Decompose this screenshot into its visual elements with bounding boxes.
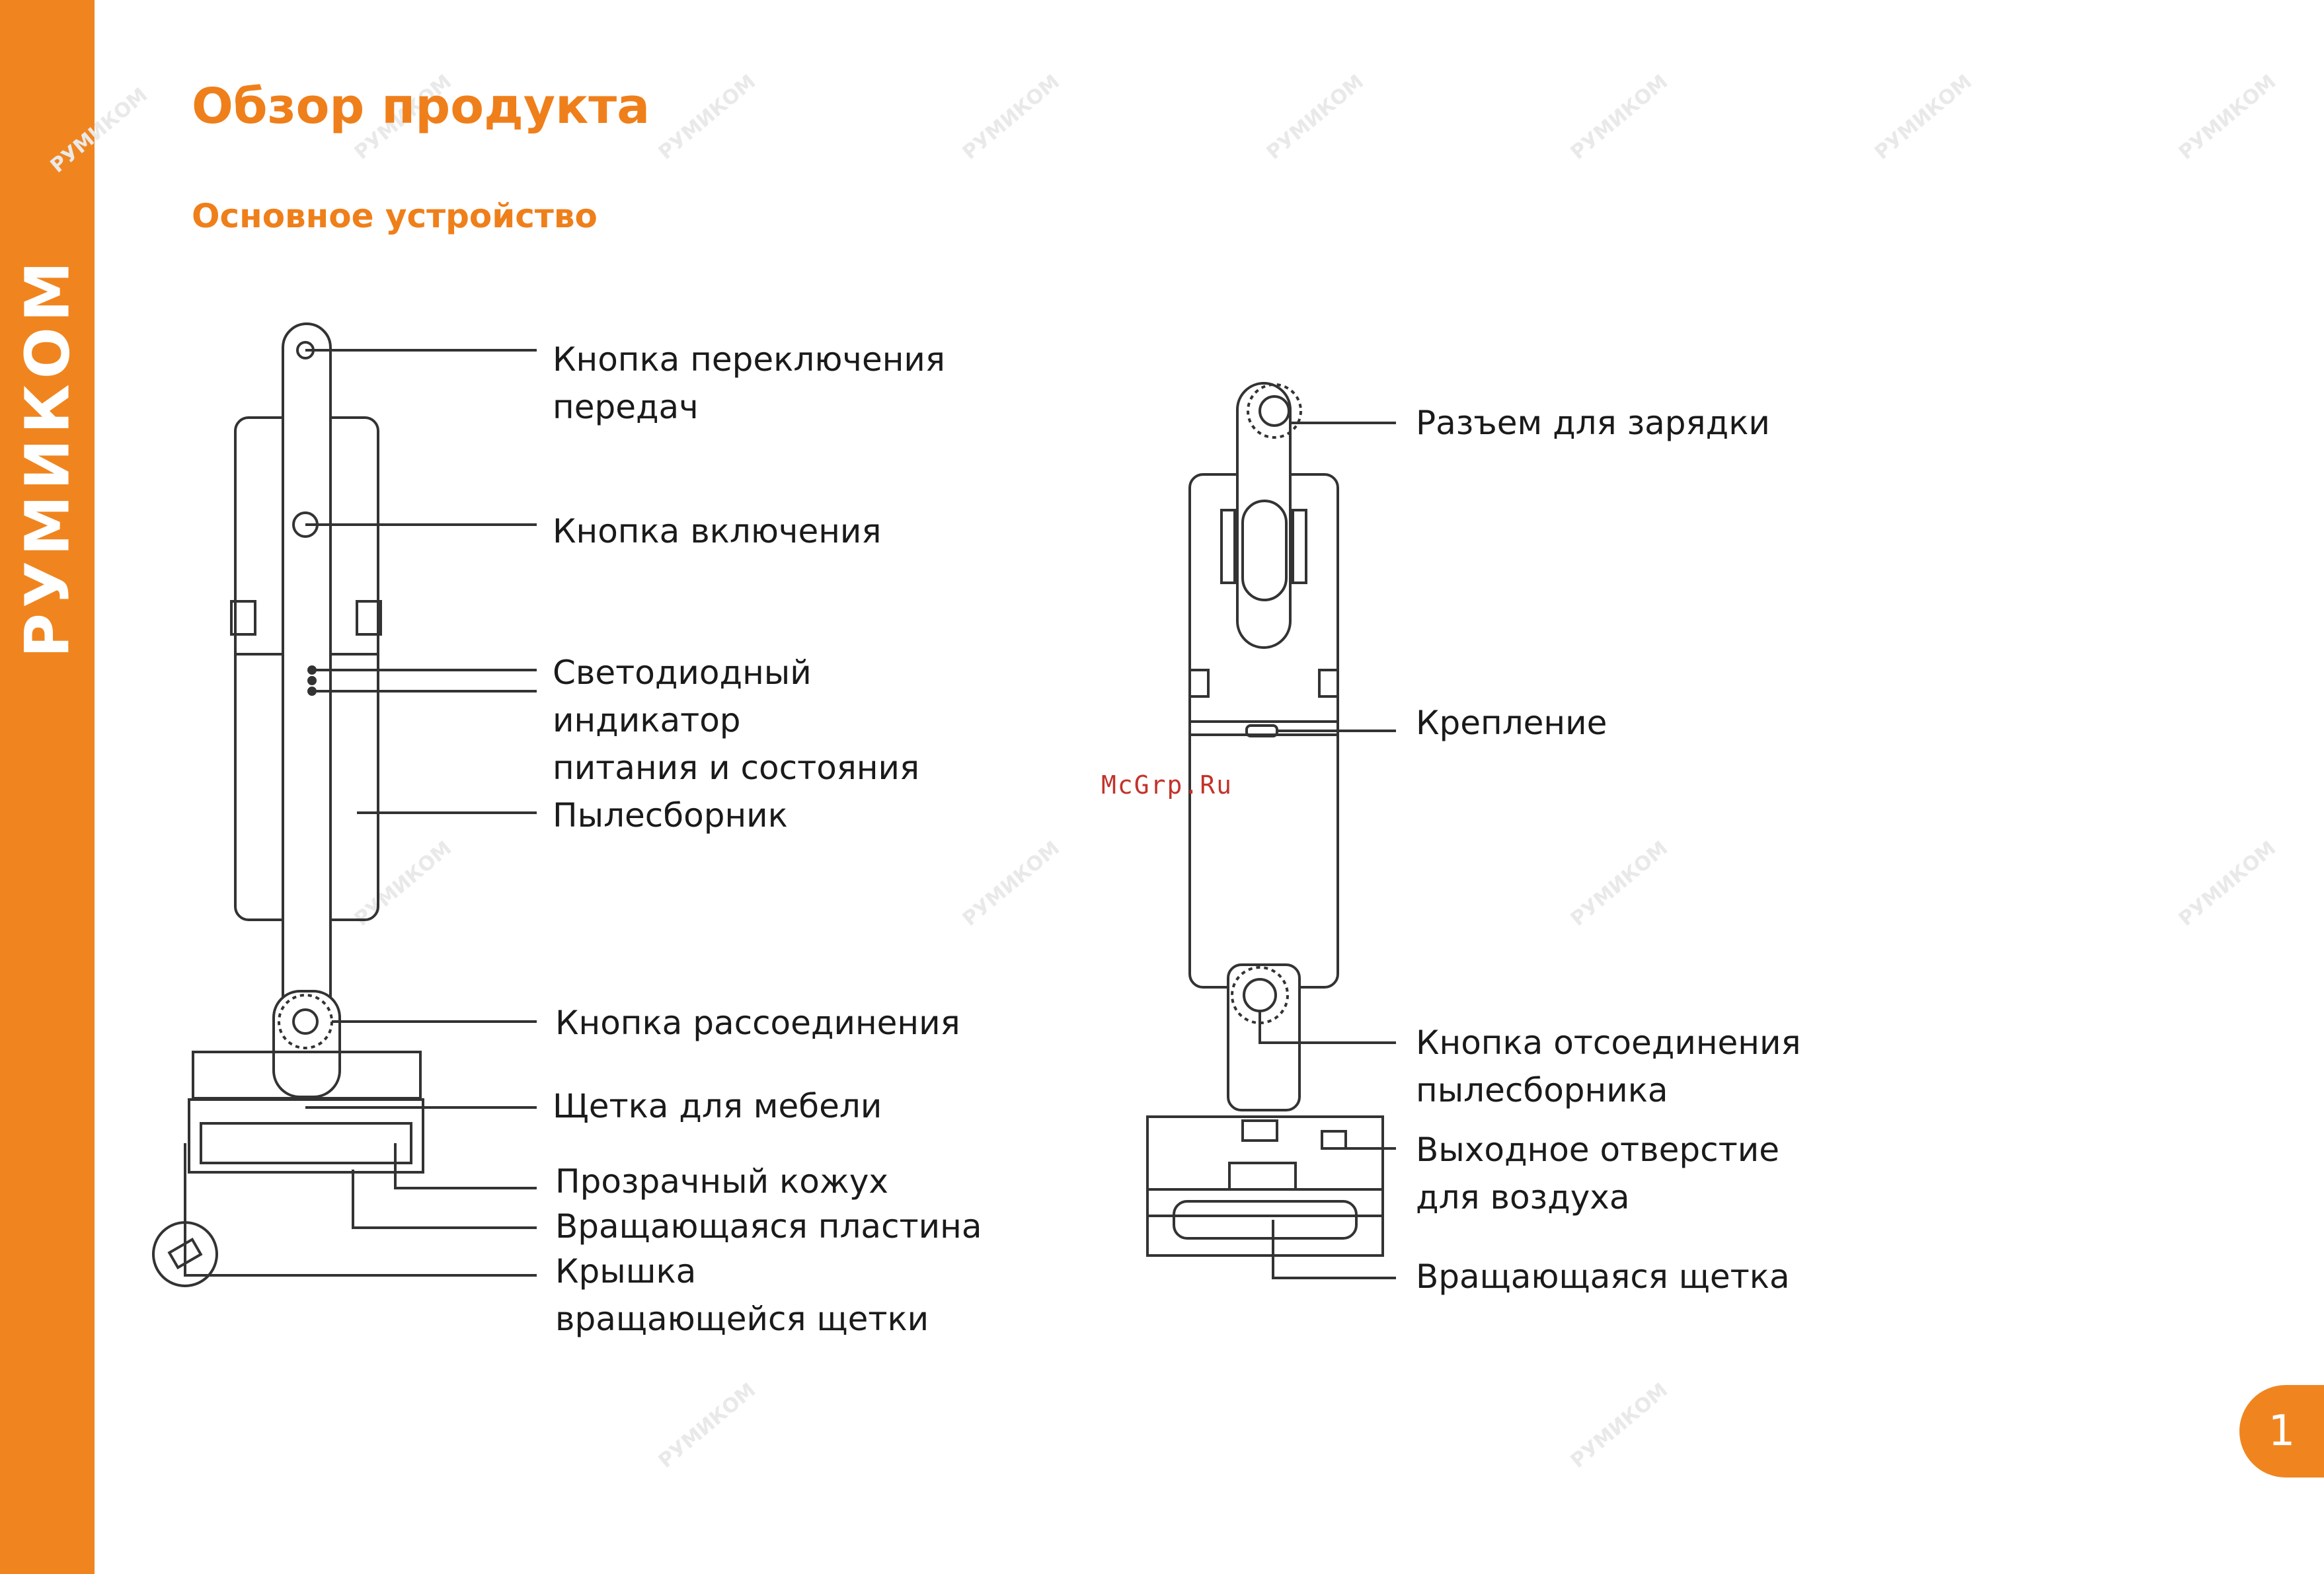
floor-head [1146,1115,1384,1217]
brush-housing [1146,1188,1384,1257]
label-rotating-plate: Вращающаяся пластина [555,1207,982,1246]
side-clip [356,600,382,636]
label-dust-release-line2: пылесборника [1416,1071,1668,1109]
handle-grip [1241,500,1288,601]
rotating-brush [1173,1200,1358,1240]
label-mount: Крепление [1416,704,1607,742]
side-clip [230,600,256,636]
transparent-cover [188,1098,424,1174]
left-device-drawing [152,322,424,1287]
label-gear-button-line1: Кнопка переключения [553,340,945,379]
rotating-plate [200,1122,412,1164]
neck-segment [1227,963,1301,1111]
charging-highlight [1247,383,1302,439]
label-power-button: Кнопка включения [553,512,882,550]
leader-lines [184,349,1396,1279]
label-brush-cover-line1: Крышка [555,1252,697,1291]
label-charging-port: Разъем для зарядки [1416,404,1770,442]
release-button-dot [292,1008,319,1035]
air-outlet-grille [1321,1130,1347,1150]
label-transparent-cover: Прозрачный кожух [555,1162,889,1201]
section-subtitle: Основное устройство [192,197,598,235]
device-handle [282,322,332,1098]
right-device-drawing [1146,382,1384,1257]
label-air-outlet-line1: Выходное отверстие [1416,1131,1780,1169]
charging-port-dot [1259,395,1290,427]
label-release-button: Кнопка рассоединения [555,1004,960,1042]
site-watermark: McGrp.Ru [1101,770,1233,800]
label-dust-release-line1: Кнопка отсоединения [1416,1024,1801,1062]
label-led-line1: Светодиодный [553,654,812,692]
floor-neck [1228,1162,1297,1191]
label-led-line3: питания и состояния [553,749,920,787]
label-air-outlet-line2: для воздуха [1416,1178,1630,1217]
label-rotating-brush: Вращающаяся щетка [1416,1257,1790,1296]
clip-right [1292,509,1307,584]
label-furniture-brush: Щетка для мебели [553,1087,882,1125]
page-title: Обзор продукта [192,78,650,135]
page-number: 1 [2268,1407,2296,1456]
label-brush-cover-line2: вращающейся щетки [555,1300,929,1338]
label-led-line2: индикатор [553,701,741,739]
clip-left [1220,509,1236,584]
neck-plug [1241,1119,1278,1142]
brand-sidebar: РУМИКОМ [0,0,95,1574]
page-number-badge: 1 [2239,1385,2324,1478]
label-gear-button-line2: передач [553,388,699,426]
label-dust-container: Пылесборник [553,796,788,835]
device-handle [1236,382,1292,649]
